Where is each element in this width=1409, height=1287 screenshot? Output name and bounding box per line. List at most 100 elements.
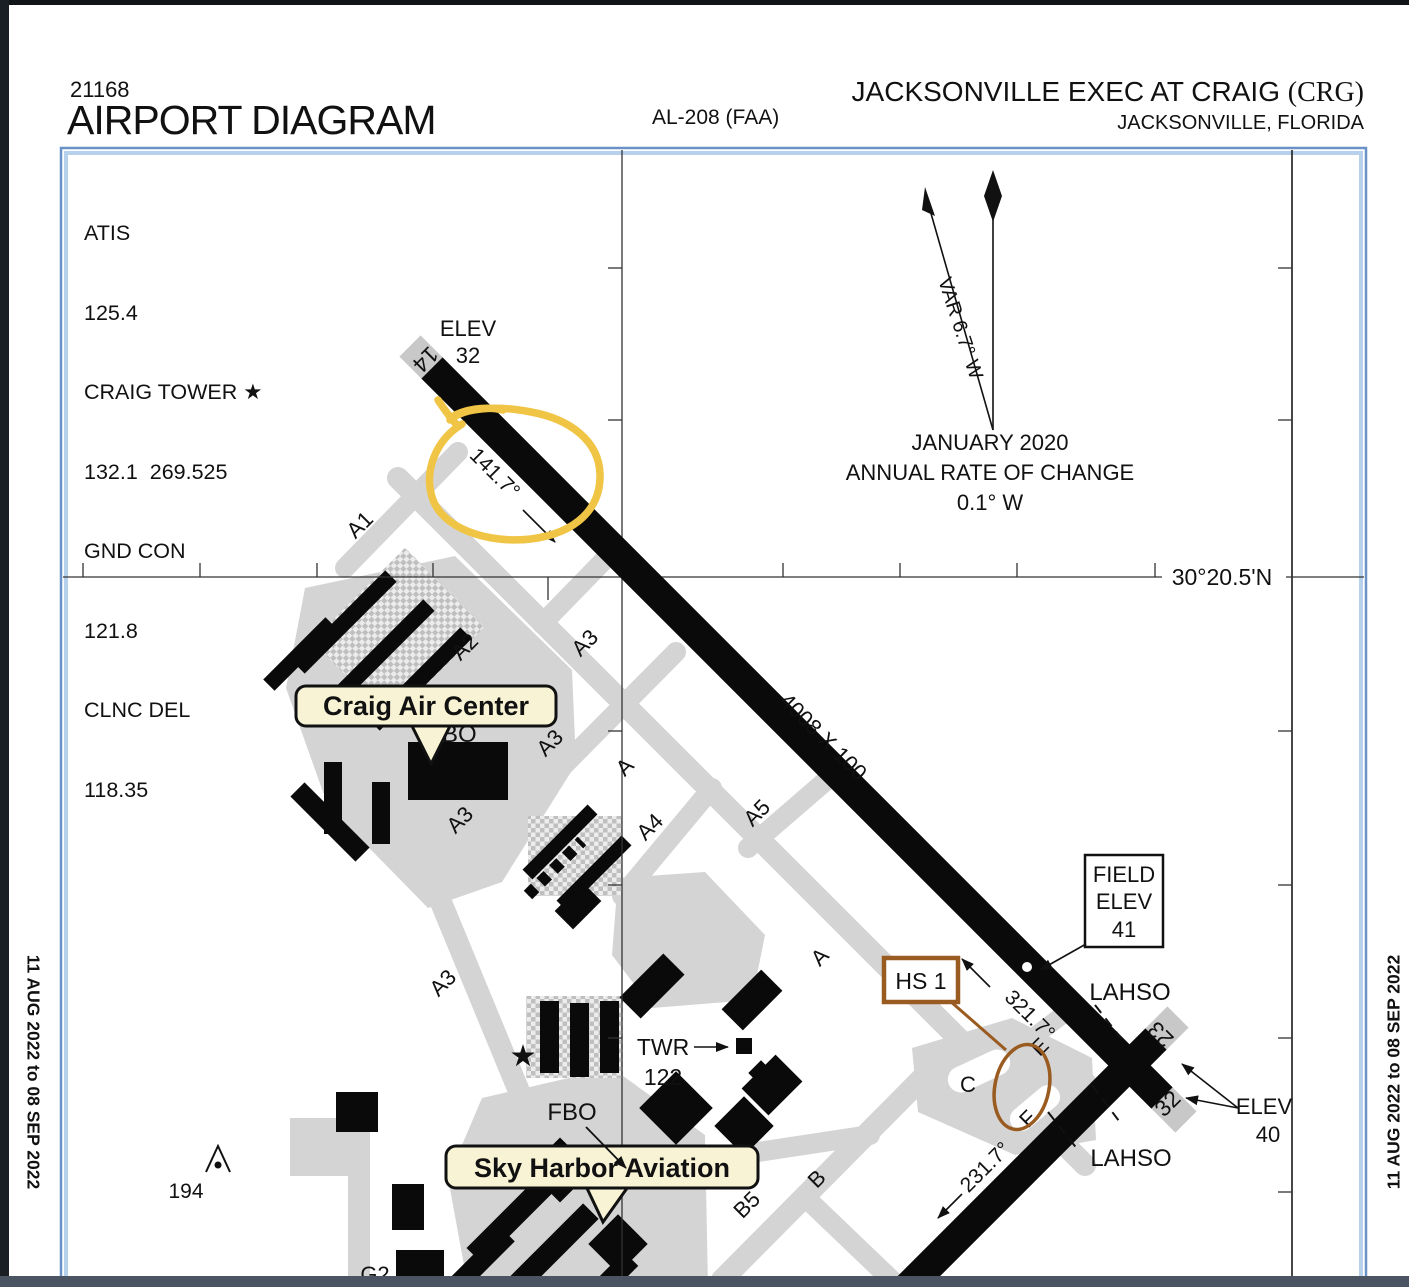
runways <box>399 335 1197 1287</box>
taxiway-label-a: A <box>806 942 834 970</box>
buildings <box>263 547 803 1287</box>
building <box>619 953 685 1019</box>
obstacle-height: 194 <box>168 1180 203 1203</box>
field-elev-box: FIELD ELEV 41 <box>1039 853 1165 971</box>
comm-line: 132.1 269.525 <box>84 459 228 484</box>
comm-line: CRAIG TOWER ★ <box>84 380 263 404</box>
lahso-label: LAHSO <box>1090 1145 1171 1172</box>
building <box>263 617 337 691</box>
building <box>714 1096 774 1156</box>
highlight-annotation-circle <box>425 396 604 544</box>
elev-14-label: ELEV <box>440 316 497 341</box>
building <box>331 599 435 703</box>
obstacle-group: 194 <box>168 1143 231 1203</box>
taxiway-c-west <box>858 1072 928 1142</box>
frame-outer <box>59 146 1368 1287</box>
lahso-hold-lines <box>1047 1004 1125 1151</box>
taxiway-a4 <box>612 778 722 906</box>
taxiway-a1 <box>335 442 468 578</box>
building <box>639 1071 713 1145</box>
elev-32-label: ELEV <box>1236 1094 1293 1119</box>
runway-23-threshold-stub <box>1143 1006 1189 1052</box>
magnetic-north-line <box>925 195 994 431</box>
building-dashed <box>523 836 587 900</box>
callout-craig-label: Craig Air Center <box>323 691 530 721</box>
building <box>522 804 598 880</box>
taxiway-label-c: C <box>960 1072 976 1097</box>
comm-line: 125.4 <box>84 300 138 325</box>
magnetic-north-arrow-icon <box>922 187 935 216</box>
building <box>600 1001 619 1073</box>
building <box>372 782 390 844</box>
building <box>540 1001 559 1073</box>
hotspot-group: HS 1 <box>881 955 1052 1132</box>
effective-dates-left: 11 AUG 2022 to 08 SEP 2022 <box>23 954 44 1190</box>
comm-line: GND CON <box>84 539 186 563</box>
airport-code: (CRG) <box>1287 77 1364 108</box>
tower-group: TWR 122 <box>637 1034 729 1090</box>
comm-line: 121.8 <box>84 618 138 643</box>
taxiway-label-a3: A3 <box>424 964 461 1001</box>
building <box>505 1203 599 1287</box>
tower-frequency: 122 <box>644 1064 682 1090</box>
hotspot-ellipse <box>992 1042 1052 1132</box>
hotspot-box <box>881 955 961 1005</box>
callout-box <box>294 684 558 728</box>
airport-name-line: JACKSONVILLE EXEC AT CRAIG (CRG) <box>852 76 1364 109</box>
elev-32-arrow-icon <box>1181 1063 1239 1109</box>
callout-box <box>444 1144 760 1190</box>
elev-14-group: ELEV 32 <box>440 316 497 368</box>
field-elev-point <box>1022 962 1032 972</box>
window-bottom-bar <box>0 1276 1409 1287</box>
taxiway-a <box>387 467 1096 1176</box>
building <box>396 1250 444 1278</box>
heading-23-arrow-icon <box>937 1193 963 1219</box>
taxiway-a3-south <box>427 884 551 1153</box>
page-title: AIRPORT DIAGRAM <box>67 97 436 143</box>
taxiway-b5 <box>796 1188 910 1287</box>
airport-name: JACKSONVILLE EXEC AT CRAIG <box>851 76 1280 107</box>
taxiway-a3 <box>458 642 686 872</box>
control-tower-square <box>736 1038 752 1054</box>
field-elev-leader-arrow-icon <box>1039 943 1087 971</box>
apron-island <box>947 1049 1011 1093</box>
star-icon: ★ <box>512 1043 534 1070</box>
elev-14-value: 32 <box>456 343 480 368</box>
compass-rose: VAR 6.7° W JANUARY 2020 ANNUAL RATE OF C… <box>846 170 1134 515</box>
runway-32-threshold-stub <box>1149 1085 1197 1133</box>
tower-label: TWR <box>637 1034 689 1060</box>
elev-32-value: 40 <box>1256 1122 1280 1147</box>
variation-date: JANUARY 2020 <box>912 430 1069 455</box>
building <box>336 1092 378 1132</box>
taxiway-label-a: A <box>611 752 639 780</box>
rate-of-change-value: 0.1° W <box>957 490 1023 515</box>
effective-dates-right: 11 AUG 2022 to 08 SEP 2022 <box>1383 954 1404 1190</box>
building <box>570 1003 589 1077</box>
field-elev-border <box>1083 853 1165 949</box>
building <box>721 969 783 1031</box>
lahso-line <box>1047 1111 1079 1151</box>
al-reference: AL-208 (FAA) <box>652 106 780 129</box>
elev-32-group: ELEV 40 <box>1181 1063 1293 1147</box>
rate-of-change-label: ANNUAL RATE OF CHANGE <box>846 460 1134 485</box>
comm-frequencies: ATIS 125.4 CRAIG TOWER ★ 132.1 269.525 G… <box>84 167 263 856</box>
field-elev-line1: FIELD <box>1093 862 1155 887</box>
building <box>392 1184 424 1230</box>
airport-city: JACKSONVILLE, FLORIDA <box>1117 112 1364 134</box>
building <box>741 1054 803 1116</box>
variation-label: VAR 6.7° W <box>933 275 987 382</box>
field-elev-value: 41 <box>1112 917 1136 942</box>
taxiway-g2-pavement <box>348 1168 370 1287</box>
lahso-label: LAHSO <box>1089 979 1170 1006</box>
lahso-line <box>1091 1084 1123 1126</box>
frame-inner <box>64 151 1363 1287</box>
callout-craig-air-center: Craig Air Center <box>294 684 558 768</box>
obstacle-dot-icon <box>214 1161 222 1169</box>
chart-frame <box>59 146 1368 1287</box>
window-left-edge <box>0 0 9 1287</box>
taxiway-label-b5: B5 <box>728 1186 765 1223</box>
building <box>293 570 397 674</box>
fbo-leader-arrow-icon <box>585 1126 627 1169</box>
